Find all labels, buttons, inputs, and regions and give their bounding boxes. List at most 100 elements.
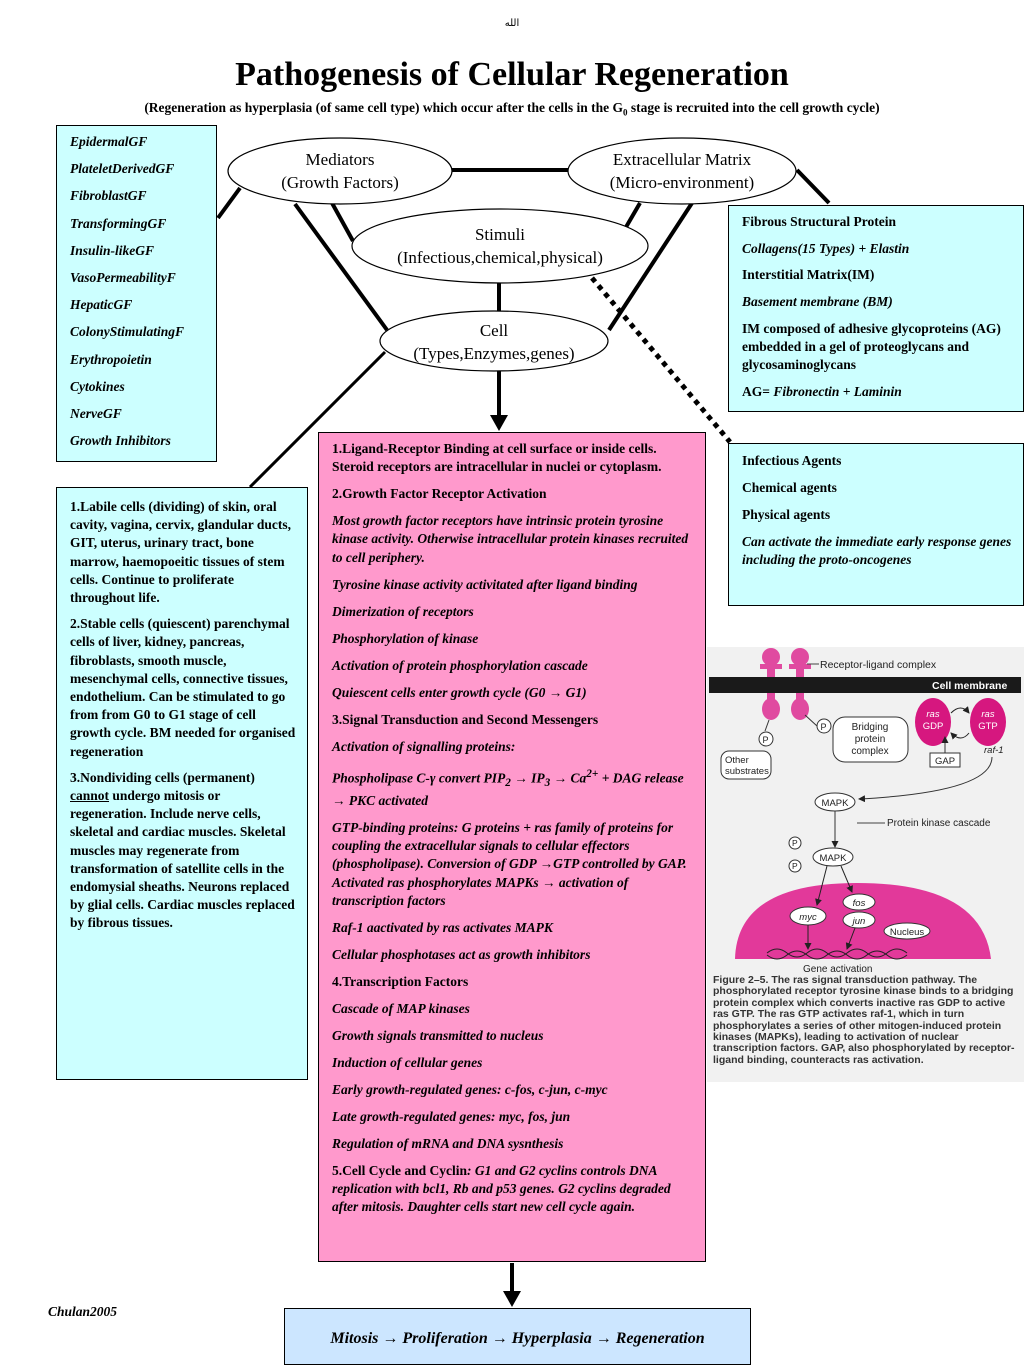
stimuli-line: Physical agents — [742, 507, 831, 522]
connector-mediators-gf — [216, 186, 242, 220]
cell-membrane-band — [709, 677, 1021, 693]
stimuli-ellipse — [351, 208, 649, 284]
phosphate-label: P — [763, 735, 769, 745]
growth-factor-item: TransformingGF — [70, 215, 167, 231]
growth-factor-item: FibroblastGF — [70, 188, 147, 204]
stimuli-line: Can activate the immediate early respons… — [742, 534, 1012, 568]
jun-label: jun — [851, 916, 866, 927]
connector-ecm-box — [795, 168, 831, 205]
gtp-label: GTP — [978, 721, 998, 732]
stimuli-node: Stimuli(Infectious,chemical,physical) — [397, 225, 603, 267]
pathway-heading: 4.Transcription Factors — [332, 973, 469, 989]
connector-mediators-stimuli — [330, 202, 355, 242]
receptor-ligand-label: Receptor-ligand complex — [820, 659, 937, 671]
pathway-step: Cellular phosphotases act as growth inhi… — [332, 946, 591, 962]
dna-strand — [766, 950, 908, 960]
pathway-heading: 5.Cell Cycle and Cyclin: G1 and G2 cycli… — [332, 1162, 671, 1215]
other-substrates-label: Other — [725, 755, 749, 766]
ecm-line: Interstitial Matrix(IM) — [742, 267, 875, 283]
other-substrates-box — [720, 750, 772, 780]
other-substrates-label: substrates — [725, 766, 769, 777]
labile-cells-text: 1.Labile cells (dividing) of skin, oral … — [70, 499, 292, 606]
pathway-step: Activation of signalling proteins: — [332, 738, 516, 754]
phosphate-label: P — [821, 722, 827, 732]
nondividing-cells-text: 3.Nondividing cells (permanent)cannot un… — [70, 769, 295, 931]
pathway-step: Growth signals transmitted to nucleus — [332, 1027, 544, 1043]
author-credit: Chulan2005 — [48, 1304, 118, 1319]
fos-label: fos — [853, 898, 866, 909]
growth-factor-item: Growth Inhibitors — [70, 433, 171, 449]
pathway-step: Raf-1 aactivated by ras activates MAPK — [332, 919, 553, 935]
mediators-ellipse — [227, 137, 453, 205]
raf-label: raf-1 — [984, 745, 1004, 756]
growth-factor-item: PlateletDerivedGF — [70, 161, 175, 177]
cell-node: Cell(Types,Enzymes,genes) — [413, 321, 575, 363]
pathway-step: Phospholipase C-γ convert PIP2 → IP3 → C… — [332, 767, 684, 808]
figure-caption: Figure 2–5. The ras signal transduction … — [713, 974, 1015, 1066]
pathway-step: Most growth factor receptors have intrin… — [332, 513, 689, 565]
growth-factor-item: VasoPermeabilityF — [70, 269, 176, 285]
ras-label: ras — [981, 709, 994, 720]
growth-factor-item: EpidermalGF — [70, 134, 148, 149]
pathway-step: Phosphorylation of kinase — [332, 630, 479, 646]
bridging-label: complex — [851, 746, 888, 757]
growth-factor-item: Erythropoietin — [70, 351, 152, 367]
ecm-ellipse — [567, 137, 797, 205]
ras-pathway-diagram: Receptor-ligand complex Cell membrane P … — [709, 648, 1021, 975]
ecm-node: Extracellular Matrix(Micro-environment) — [609, 150, 755, 192]
pathway-heading: 2.Growth Factor Receptor Activation — [332, 486, 547, 502]
ras-gdp-icon — [915, 698, 951, 746]
pathway-step: 1.Ligand-Receptor Binding at cell surfac… — [332, 441, 662, 475]
nucleus-label: Nucleus — [890, 927, 925, 938]
pathway-heading: 3.Signal Transduction and Second Messeng… — [332, 711, 599, 727]
cell-ellipse — [379, 310, 609, 372]
connector-ecm-cell — [607, 198, 696, 332]
jun-node — [842, 911, 876, 929]
growth-factors-box: EpidermalGF PlateletDerivedGF Fibroblast… — [56, 125, 217, 462]
ras-pathway-figure: Receptor-ligand complex Cell membrane P … — [707, 647, 1024, 1082]
mapk-node — [812, 847, 854, 867]
growth-factor-item: HepaticGF — [70, 297, 133, 313]
ras-gtp-icon — [970, 698, 1006, 746]
ecm-line: Collagens(15 Types) + Elastin — [742, 240, 910, 256]
pathway-step: Cascade of MAP kinases — [332, 1000, 470, 1016]
pathway-step: Early growth-regulated genes: c-fos, c-j… — [332, 1081, 608, 1097]
page-subtitle: (Regeneration as hyperplasia (of same ce… — [144, 100, 880, 118]
phosphate-label: P — [792, 838, 798, 848]
connector-cell-types — [248, 350, 387, 489]
header-mark: الله — [504, 18, 520, 29]
ecm-box: Fibrous Structural Protein Collagens(15 … — [728, 205, 1024, 412]
ecm-line: Fibrous Structural Protein — [742, 214, 896, 229]
growth-factor-item: NerveGF — [70, 405, 122, 421]
pathway-step: Induction of cellular genes — [332, 1054, 483, 1070]
pathway-step: Dimerization of receptors — [332, 603, 474, 619]
ras-label: ras — [926, 709, 939, 720]
pathway-step: Activation of protein phosphorylation ca… — [332, 657, 588, 673]
ecm-line: AG= Fibronectin + Laminin — [742, 383, 902, 399]
pathway-step: GTP-binding proteins: G proteins + ras f… — [332, 820, 687, 908]
bridging-label: Bridging — [852, 722, 889, 733]
mapk-label: MAPK — [820, 853, 848, 864]
bridging-complex-box — [832, 716, 909, 763]
ecm-line: IM composed of adhesive glycoproteins (A… — [742, 320, 1001, 373]
kinase-cascade-label: Protein kinase cascade — [887, 818, 991, 829]
myc-label: myc — [799, 912, 817, 923]
cell-types-box: 1.Labile cells (dividing) of skin, oral … — [56, 487, 308, 1080]
mediators-node: Mediators(Growth Factors) — [281, 150, 399, 192]
gap-label: GAP — [935, 756, 955, 767]
growth-factor-item: ColonyStimulatingF — [70, 324, 185, 340]
page-title: Pathogenesis of Cellular Regeneration — [235, 56, 789, 93]
growth-factor-item: Cytokines — [70, 378, 125, 394]
mapk-label: MAPK — [822, 798, 850, 809]
stimuli-box: Infectious Agents Chemical agents Physic… — [728, 443, 1024, 606]
stimuli-line: Chemical agents — [742, 480, 837, 495]
pathway-step: Late growth-regulated genes: myc, fos, j… — [332, 1108, 571, 1124]
connector-mediators-cell — [293, 202, 389, 332]
pathway-step: Quiescent cells enter growth cycle (G0 →… — [332, 684, 587, 700]
pathway-step: Regulation of mRNA and DNA sysnthesis — [332, 1135, 564, 1151]
gdp-label: GDP — [923, 721, 944, 732]
cell-membrane-label: Cell membrane — [932, 680, 1007, 692]
arrow-cell-pathway-head — [490, 415, 508, 431]
bridging-label: protein — [855, 734, 886, 745]
